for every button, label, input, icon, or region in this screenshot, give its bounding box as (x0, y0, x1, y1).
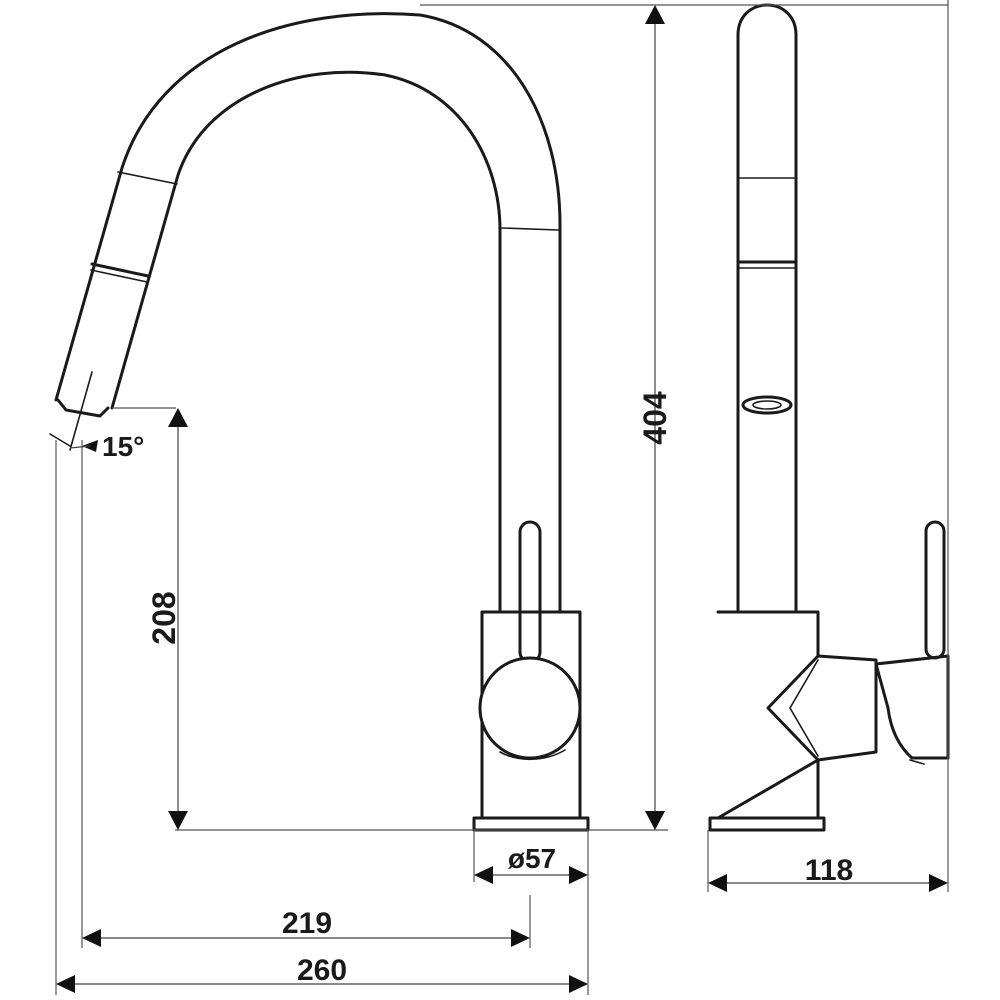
label-base-diameter: ø57 (508, 843, 556, 874)
base-plate (472, 816, 590, 832)
label-front-depth: 118 (805, 854, 853, 887)
dimension-labels: 404 208 15° ø57 118 219 260 (102, 391, 853, 987)
diameter-57-arrow-right (569, 866, 588, 884)
pullout-head-ring (90, 262, 150, 278)
height-208-arrow-top (168, 408, 188, 427)
front-cartridge-housing (766, 654, 878, 762)
spout-outer-contour (54, 12, 562, 614)
dimension-lines (55, 0, 949, 995)
front-aerator (741, 395, 793, 415)
length-260-arrow-left (56, 975, 75, 993)
depth-118-arrow-left (708, 874, 727, 892)
front-lever-cap (909, 759, 925, 765)
front-base-plate (708, 816, 826, 832)
spout-seam-line (501, 227, 559, 231)
label-tilt-angle: 15° (102, 431, 144, 462)
label-spout-reach: 219 (282, 907, 332, 940)
label-outlet-height: 208 (146, 591, 182, 644)
spout-inner-contour (110, 70, 502, 614)
tilt-axis-line (69, 371, 93, 451)
lever-hub (478, 656, 582, 760)
lever-handle-stem (518, 520, 542, 664)
front-mixer-body (716, 610, 820, 820)
height-404-arrow-bottom (645, 811, 665, 830)
length-260-arrow-right (569, 975, 588, 993)
height-208-arrow-bottom (168, 811, 188, 830)
height-404-arrow-top (645, 5, 665, 24)
pullout-head-ring-inner (90, 269, 148, 283)
tilt-reference-line (49, 433, 71, 447)
diameter-57-arrow-left (474, 866, 493, 884)
depth-118-arrow-right (929, 874, 948, 892)
side-view (49, 12, 590, 832)
front-aerator-inner (752, 400, 782, 410)
lever-hub-shadow (499, 749, 566, 761)
front-lever-body (874, 654, 950, 760)
reach-219-arrow-left (82, 929, 101, 947)
label-total-height: 404 (637, 391, 673, 445)
spout-nozzle (56, 398, 110, 418)
front-cartridge-detail (789, 659, 819, 757)
angle-leader (69, 445, 91, 449)
front-lever-stem (924, 520, 946, 660)
front-spout-column (736, 3, 798, 614)
reach-219-arrow-right (511, 929, 530, 947)
label-overall-length: 260 (297, 954, 347, 987)
front-view (708, 3, 950, 832)
spout-joint-line (117, 171, 178, 185)
